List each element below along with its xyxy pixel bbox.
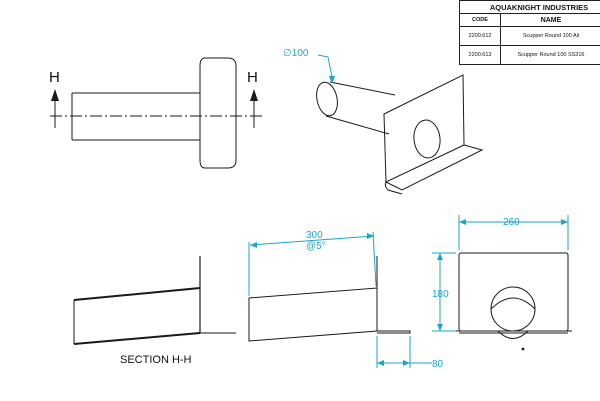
flange-plate-iso	[383, 74, 465, 183]
pipe-end-ellipse	[316, 81, 338, 117]
outlet-hole-front	[490, 286, 536, 332]
height-dimension	[432, 252, 456, 332]
diameter-dimension-label: ∅100	[283, 48, 309, 59]
outlet-hole-iso	[413, 119, 441, 159]
slope-dimension-label: @5°	[306, 241, 326, 252]
section-view	[73, 256, 236, 345]
length-dimension-label: 300	[306, 230, 323, 241]
table-row: 2200.612 Scupper Round 100 Ali 100	[459, 26, 600, 46]
table-row: 2200.613 Scupper Round 100 SS316 100	[459, 45, 600, 65]
row-name: Scupper Round 100 Ali	[500, 26, 600, 46]
drip-lip-iso	[385, 144, 484, 191]
section-mark-right: H	[247, 69, 258, 86]
row-name: Scupper Round 100 SS316	[500, 45, 600, 65]
company-name: AQUAKNIGHT INDUSTRIES	[459, 0, 600, 14]
depth-dimension-label: 80	[432, 359, 444, 370]
row-code: 2200.613	[459, 45, 501, 65]
section-arrow-right	[250, 89, 258, 128]
width-dimension	[458, 215, 569, 250]
row-code: 2200.612	[459, 26, 501, 46]
flange-plate	[199, 57, 237, 169]
section-mark-left: H	[49, 69, 60, 86]
product-table: AQUAKNIGHT INDUSTRIES CODE NAME DN 2200.…	[459, 0, 600, 65]
depth-dimension	[376, 336, 432, 368]
side-elevation-view	[50, 57, 262, 169]
isometric-view	[316, 74, 484, 195]
height-dimension-label: 180	[432, 289, 449, 300]
length-dimension	[248, 231, 377, 296]
front-view	[455, 252, 572, 339]
flange-outline	[458, 252, 569, 332]
diameter-leader	[317, 54, 335, 84]
section-title: SECTION H-H	[120, 354, 192, 366]
slope-side-view	[248, 256, 411, 342]
header-code: CODE	[459, 13, 501, 27]
drain-point	[521, 347, 525, 351]
section-arrow-left	[51, 89, 59, 128]
header-name: NAME	[500, 13, 600, 27]
width-dimension-label: 260	[503, 217, 520, 228]
